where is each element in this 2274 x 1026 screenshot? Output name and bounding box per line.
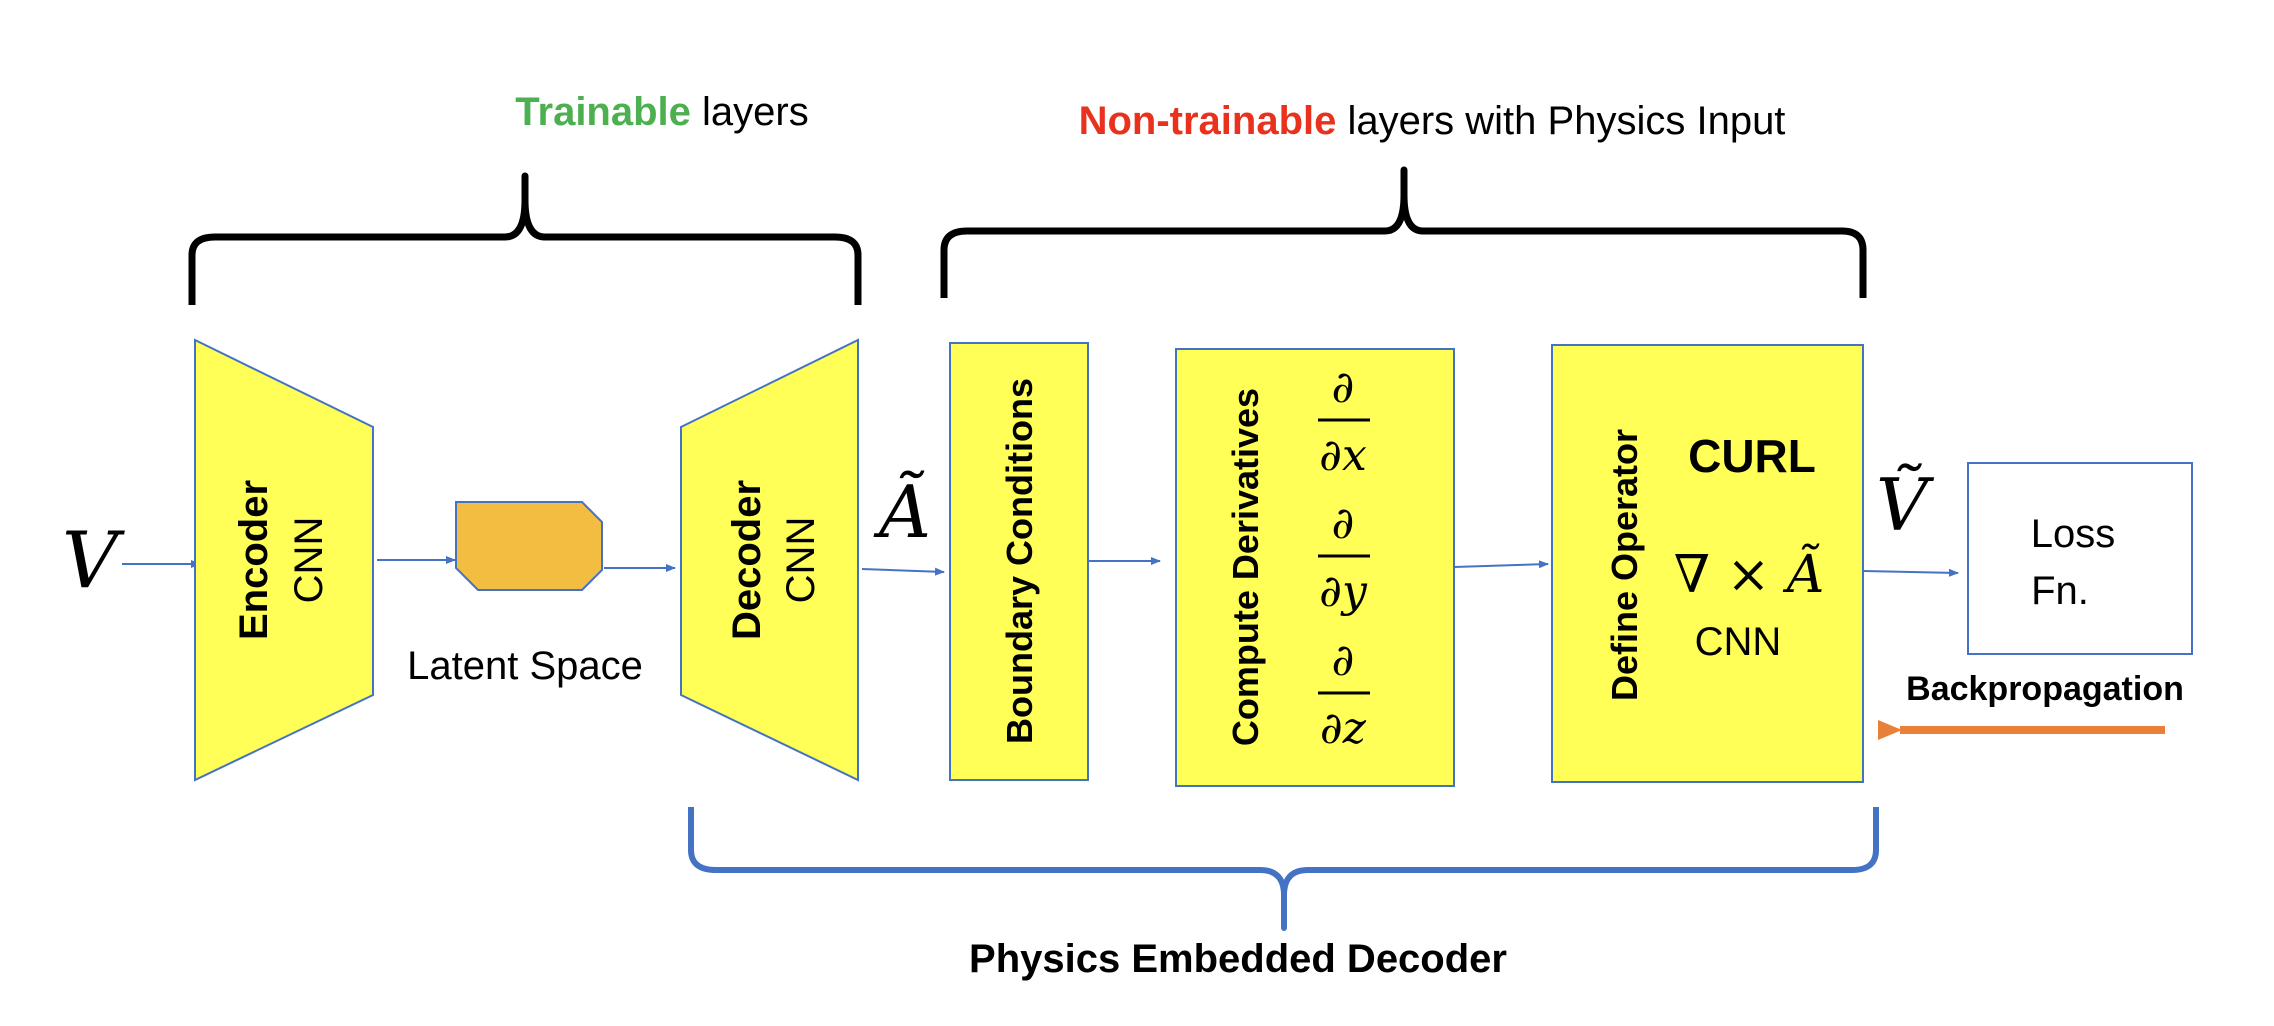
partial-dy-denominator: ∂y [1319, 566, 1368, 617]
curl-expression: ∇ × Ã [1674, 544, 1825, 605]
trainable-highlight: Trainable [515, 90, 691, 134]
compute-derivatives-block: Compute Derivatives ∂ ∂x ∂ ∂y ∂ ∂z [1175, 348, 1455, 787]
boundary-label: Boundary Conditions [999, 378, 1040, 744]
nontrainable-rest: layers with Physics Input [1336, 99, 1785, 143]
decoder-sub: CNN [779, 517, 823, 604]
trainable-header: Trainable layers [515, 90, 808, 134]
partial-dx-numerator: ∂ [1332, 362, 1355, 413]
latent-label: Latent Space [407, 644, 643, 688]
nontrainable-highlight: Non-trainable [1079, 99, 1337, 143]
loss-function-block: Loss Fn. [1967, 462, 2193, 655]
partial-dz-denominator: ∂z [1320, 703, 1367, 754]
boundary-conditions-block: Boundary Conditions [949, 342, 1089, 781]
nontrainable-header: Non-trainable layers with Physics Input [1079, 99, 1786, 143]
decoder-block: Decoder CNN [680, 338, 859, 782]
backpropagation-label: Backpropagation [1906, 670, 2184, 708]
curl-label: CURL [1688, 430, 1816, 482]
trainable-rest: layers [691, 90, 809, 134]
partial-dy-numerator: ∂ [1332, 498, 1355, 549]
physics-decoder-label: Physics Embedded Decoder [969, 937, 1507, 981]
derivatives-title: Compute Derivatives [1225, 388, 1266, 746]
operator-title: Define Operator [1604, 429, 1645, 701]
trainable-bracket [188, 172, 862, 305]
partial-dx-denominator: ∂x [1319, 430, 1367, 481]
operator-sub: CNN [1695, 620, 1782, 664]
nontrainable-bracket [940, 166, 1867, 298]
decoder-title: Decoder [725, 480, 769, 640]
latent-space-block: Latent Space [407, 501, 643, 688]
partial-dz-numerator: ∂ [1332, 635, 1355, 686]
encoder-block: Encoder CNN [194, 338, 374, 782]
arrow-operator-loss [1862, 568, 1959, 577]
loss-line2: Fn. [2031, 569, 2089, 613]
encoder-sub: CNN [287, 517, 331, 604]
arrow-derivatives-operator [1453, 560, 1549, 569]
input-symbol: V [62, 516, 125, 606]
output-symbol: Ṽ [1876, 462, 1935, 547]
encoder-title: Encoder [232, 480, 276, 640]
arrow-decoder-boundary [861, 567, 945, 576]
define-operator-block: Define Operator CURL ∇ × Ã CNN [1551, 344, 1864, 783]
loss-line1: Loss [2031, 512, 2116, 556]
a-tilde-symbol: Ã [873, 469, 931, 554]
physics-decoder-bracket [688, 807, 1879, 931]
